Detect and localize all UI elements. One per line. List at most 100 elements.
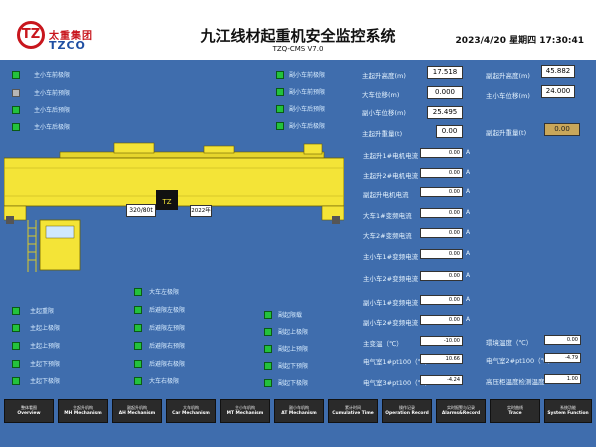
nav-label-en: System Function <box>547 411 589 416</box>
status-lamp-2 <box>276 105 284 113</box>
current-value: 0.00 <box>420 208 463 218</box>
current-value: 0.00 <box>420 295 463 305</box>
nav-label-cn: 实时报警与记录 <box>447 405 475 410</box>
limit-label: 主起上极限 <box>30 325 61 332</box>
limit-label: 后避限左极限 <box>149 307 186 314</box>
nav-label-cn: 副小车机构 <box>289 405 309 410</box>
limit-label: 大车左极限 <box>149 289 180 296</box>
nav-label-en: Overview <box>17 411 41 416</box>
status-lamp-3 <box>264 362 272 370</box>
nav-label-en: MH Mechanism <box>64 411 102 416</box>
limit-label: 后避限右预限 <box>149 343 186 350</box>
main-hoist-weight-value: 0.00 <box>436 125 463 138</box>
status-lamp-0 <box>12 307 20 315</box>
current-label: 主起升1#电机电流 <box>363 152 419 160</box>
temp-label: 电气室1#pt100（℃） <box>363 358 432 366</box>
measure-label: 副起升高度(m) <box>486 72 530 80</box>
limit-label: 副起下预限 <box>278 363 309 370</box>
page-title: 九江线材起重机安全监控系统 <box>200 27 396 45</box>
version-label: TZQ-CMS V7.0 <box>272 45 324 53</box>
limit-label: 主小车前预限 <box>34 90 71 97</box>
limit-label: 主小车后预限 <box>34 107 71 114</box>
status-lamp-3 <box>276 122 284 130</box>
nav-label-en: Cumulative Time <box>332 411 374 416</box>
current-value: 0.00 <box>420 315 463 325</box>
aux-hoist-height-value: 45.882 <box>541 65 575 78</box>
limit-label: 后避限右极限 <box>149 361 186 368</box>
unit-label: A <box>466 209 471 216</box>
nav-label-cn: 主起升机构 <box>73 405 93 410</box>
limit-label: 主起下预限 <box>30 361 61 368</box>
limit-label: 大车右极限 <box>149 378 180 385</box>
capacity-plate: 320/80t <box>126 204 156 217</box>
header-bar <box>0 0 596 60</box>
status-lamp-2 <box>12 106 20 114</box>
current-label: 主小车2#变频电流 <box>363 275 419 283</box>
current-label: 大车1#变频电流 <box>363 212 412 220</box>
unit-label: A <box>466 188 471 195</box>
nav-label-cn: 实时曲线 <box>507 405 523 410</box>
measure-label: 副小车位移(m) <box>362 109 406 117</box>
logo-company-en: TZCO <box>49 39 86 52</box>
bridge-position-value: 0.000 <box>427 86 463 99</box>
nav-label-cn: 大车机构 <box>183 405 199 410</box>
temp-value: 10.66 <box>420 354 463 364</box>
measure-label: 大车位移(m) <box>362 91 400 99</box>
limit-label: 副起上预限 <box>278 346 309 353</box>
nav-label-cn: 整体看图 <box>21 405 37 410</box>
temp-value: -10.00 <box>420 336 463 346</box>
status-lamp-4 <box>12 377 20 385</box>
unit-label: A <box>466 149 471 156</box>
measure-label: 主起升重量(t) <box>362 130 403 138</box>
unit-label: A <box>466 229 471 236</box>
status-lamp-2 <box>264 345 272 353</box>
limit-label: 副起限载 <box>278 312 303 319</box>
measure-label: 主小车位移(m) <box>486 92 530 100</box>
current-value: 0.00 <box>420 249 463 259</box>
nav-label-en: Operation Record <box>385 411 429 416</box>
unit-label: A <box>466 250 471 257</box>
status-lamp-1 <box>12 89 20 97</box>
status-lamp-1 <box>264 328 272 336</box>
limit-label: 副小车前极限 <box>289 72 326 79</box>
nav-label-en: Car Mechanism <box>172 411 210 416</box>
temp-label: 电气室2#pt100（℃） <box>486 357 555 365</box>
status-lamp-1 <box>134 306 142 314</box>
nav-label-en: Alarms&Record <box>441 411 481 416</box>
main-hoist-height-value: 17.518 <box>427 66 463 79</box>
unit-label: A <box>466 316 471 323</box>
status-lamp-1 <box>12 324 20 332</box>
temp-label: 環境温度（℃） <box>486 339 533 347</box>
temp-label: 电气室3#pt100（℃） <box>363 379 432 387</box>
current-value: 0.00 <box>420 228 463 238</box>
nav-label-en: MT Mechanism <box>226 411 264 416</box>
temp-value: -4.79 <box>544 353 581 363</box>
status-lamp-0 <box>276 71 284 79</box>
current-label: 大车2#变频电流 <box>363 232 412 240</box>
temp-label: 主变温（℃） <box>363 340 403 348</box>
logo-company-cn: 太重集团 <box>49 31 93 42</box>
unit-label: A <box>466 296 471 303</box>
current-value: 0.00 <box>420 187 463 197</box>
limit-label: 副小车后极限 <box>289 123 326 130</box>
unit-label: A <box>466 272 471 279</box>
current-value: 0.00 <box>420 148 463 158</box>
measure-label: 副起升重量(t) <box>486 129 527 137</box>
status-lamp-0 <box>12 71 20 79</box>
crane-diagram: TZ <box>4 142 344 272</box>
temp-value: 0.00 <box>544 335 581 345</box>
status-lamp-3 <box>12 360 20 368</box>
status-lamp-2 <box>12 342 20 350</box>
limit-label: 主小车前极限 <box>34 72 71 79</box>
